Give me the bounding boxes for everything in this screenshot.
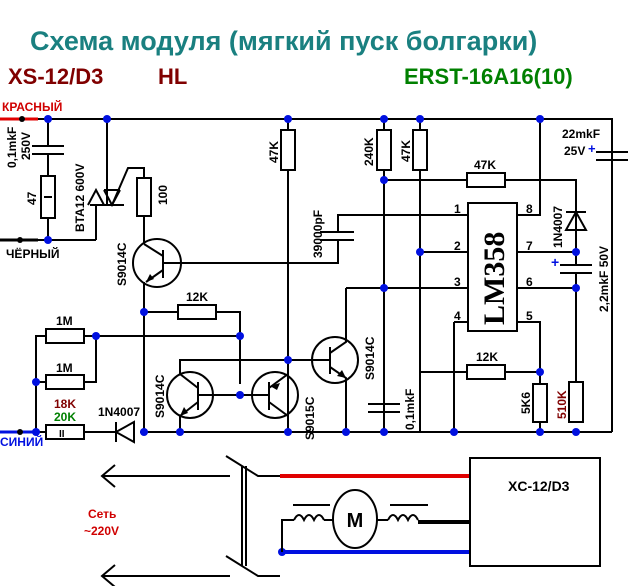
diode-bottom bbox=[113, 420, 135, 444]
opamp-lm358 bbox=[467, 202, 518, 332]
pin-1: 1 bbox=[454, 202, 461, 216]
resistor-1m-a bbox=[45, 328, 85, 344]
opamp-label: LM358 bbox=[478, 232, 511, 325]
triac-label: BTA12 600V bbox=[73, 164, 87, 232]
capacitor-100n bbox=[368, 403, 400, 413]
resistor-510k bbox=[568, 381, 584, 423]
r12b-label: 12K bbox=[476, 350, 498, 364]
r-dropper-mark: II bbox=[59, 429, 65, 440]
resistor-dropper bbox=[45, 424, 85, 440]
terminal bbox=[19, 116, 25, 122]
junctions bbox=[32, 115, 580, 436]
terminal bbox=[17, 237, 23, 243]
capacitor-22u bbox=[596, 151, 628, 161]
capacitor-2u2 bbox=[560, 264, 592, 274]
resistor-1m-b bbox=[45, 374, 85, 390]
mains-arrows bbox=[100, 464, 116, 586]
motor-label: M bbox=[347, 510, 364, 532]
c100n-label: 0,1mkF bbox=[403, 389, 417, 430]
r1m-wire bbox=[35, 335, 240, 432]
r240-label: 240K bbox=[362, 137, 376, 166]
r-dropper-new: 20K bbox=[54, 410, 76, 424]
model-right: ERST-16A16(10) bbox=[404, 64, 573, 89]
r47c-wire bbox=[384, 179, 577, 212]
r47c-label: 47K bbox=[474, 158, 496, 172]
resistor-12k-a bbox=[177, 304, 217, 320]
resistor-gate bbox=[136, 177, 152, 217]
q4-wiring bbox=[288, 288, 347, 432]
wire-label-blue: СИНИЙ bbox=[0, 434, 43, 449]
pin-2: 2 bbox=[454, 239, 461, 253]
c22u-label-1: 22mkF bbox=[562, 127, 600, 141]
c39n-label: 39000pF bbox=[311, 210, 325, 258]
opamp-right-pins bbox=[517, 119, 576, 384]
c22u-label-2: 25V bbox=[564, 144, 585, 158]
model-hl: HL bbox=[158, 64, 187, 89]
plug-switch bbox=[225, 455, 280, 577]
q1-label: S9014C bbox=[115, 242, 129, 286]
wire-label-black: ЧЁРНЫЙ bbox=[6, 246, 60, 261]
r-snubber-label: 47 bbox=[25, 191, 39, 205]
q1-wiring bbox=[143, 243, 338, 432]
model-left: XS-12/D3 bbox=[8, 64, 103, 89]
pin-4: 4 bbox=[454, 309, 461, 323]
top-rail bbox=[38, 118, 613, 432]
q3-label: S9015C bbox=[303, 396, 317, 440]
terminal bbox=[17, 429, 23, 435]
c-snubber-label-1: 0,1mkF bbox=[5, 127, 19, 168]
pin-5: 5 bbox=[526, 309, 533, 323]
r47a-label: 47K bbox=[267, 141, 281, 163]
r510k-label: 510K bbox=[555, 390, 569, 419]
capacitor-39n bbox=[320, 231, 354, 241]
r1m-b-label: 1M bbox=[56, 361, 73, 375]
d-top-label: 1N4007 bbox=[551, 206, 565, 248]
resistor-47k-b bbox=[412, 129, 428, 171]
c22u-plus: + bbox=[588, 141, 596, 156]
module-label: XC-12/D3 bbox=[508, 478, 570, 494]
q2-wiring bbox=[179, 359, 288, 432]
triac-gate bbox=[111, 167, 145, 206]
c2u2-plus: + bbox=[551, 254, 559, 270]
diode-top bbox=[564, 209, 588, 231]
pin-3: 3 bbox=[454, 275, 461, 289]
motor-coils bbox=[293, 504, 428, 523]
opamp-left-pins bbox=[346, 214, 468, 323]
motor bbox=[332, 489, 378, 549]
c39n-wire bbox=[336, 214, 454, 264]
q4-label: S9014C bbox=[363, 336, 377, 380]
r12a-label: 12K bbox=[186, 290, 208, 304]
wire-label-red: КРАСНЫЙ bbox=[2, 99, 62, 114]
resistor-240k bbox=[376, 129, 392, 171]
r1m-a-label: 1M bbox=[56, 314, 73, 328]
q2-label: S9014C bbox=[153, 374, 167, 418]
resistor-47k-c bbox=[466, 172, 506, 188]
d-bottom-label: 1N4007 bbox=[98, 405, 140, 419]
mains-label-2: ~220V bbox=[84, 524, 119, 538]
capacitor-snubber bbox=[32, 145, 64, 155]
r-gate-label: 100 bbox=[156, 185, 170, 205]
c2u2-label: 2,2mkF 50V bbox=[597, 246, 611, 312]
resistor-47k-a bbox=[280, 129, 296, 171]
mains-lines bbox=[102, 475, 230, 577]
r-dropper-old: 18K bbox=[54, 397, 76, 411]
c-snubber-label-2: 250V bbox=[19, 132, 33, 160]
module-box bbox=[469, 457, 601, 567]
mains-label-1: Сеть bbox=[88, 507, 116, 521]
pin-8: 8 bbox=[526, 202, 533, 216]
resistor-12k-b bbox=[466, 364, 506, 380]
wiring-diagram: M XC-12/D3 Сеть ~220V bbox=[84, 455, 601, 586]
page-title: Схема модуля (мягкий пуск болгарки) bbox=[30, 26, 537, 56]
pin-6: 6 bbox=[526, 275, 533, 289]
q3-wiring bbox=[240, 360, 289, 432]
r47b-label: 47K bbox=[399, 140, 413, 162]
pin-7: 7 bbox=[526, 239, 533, 253]
resistor-5k6 bbox=[532, 383, 548, 423]
r5k6-label: 5K6 bbox=[519, 392, 533, 414]
r12a-wire bbox=[144, 311, 241, 384]
